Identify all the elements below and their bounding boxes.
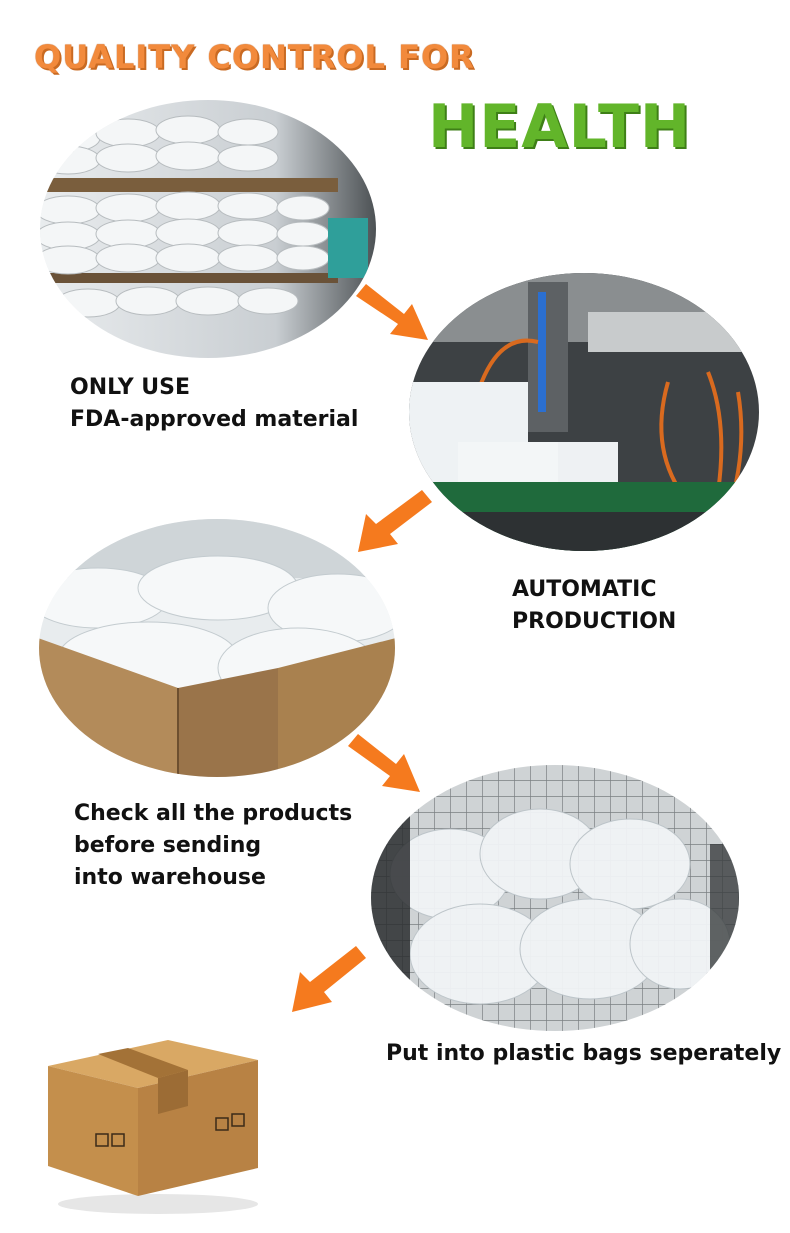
injection-molding-machine-photo — [408, 272, 760, 552]
step-3-line-1: Check all the products — [74, 801, 353, 826]
step-4-label: Put into plastic bags seperately — [386, 1038, 781, 1070]
bagged-products-cage-photo — [370, 764, 740, 1032]
step-1-line-1: ONLY USE — [70, 375, 191, 400]
stacked-material-bags-photo — [38, 98, 378, 360]
cardboard-box-icon — [38, 1036, 268, 1220]
arrow-down-left-icon — [290, 946, 366, 1020]
step-3-line-3: into warehouse — [74, 865, 266, 890]
arrow-down-right-icon — [356, 284, 432, 348]
arrow-down-right-icon — [348, 734, 424, 800]
arrow-down-left-icon — [356, 490, 432, 560]
step-2-line-1: AUTOMATIC — [512, 577, 657, 602]
step-2-line-2: PRODUCTION — [512, 609, 677, 634]
title-health: HEALTH — [428, 92, 692, 162]
step-3-label: Check all the products before sending in… — [74, 798, 352, 894]
title-line-1: QUALITY CONTROL FOR — [34, 38, 475, 76]
step-1-label: ONLY USE FDA-approved material — [70, 372, 358, 436]
step-1-line-2: FDA-approved material — [70, 407, 359, 432]
step-3-line-2: before sending — [74, 833, 262, 858]
step-2-label: AUTOMATIC PRODUCTION — [512, 574, 676, 638]
boxed-products-photo — [38, 518, 396, 778]
step-4-line-1: Put into plastic bags seperately — [386, 1041, 782, 1066]
